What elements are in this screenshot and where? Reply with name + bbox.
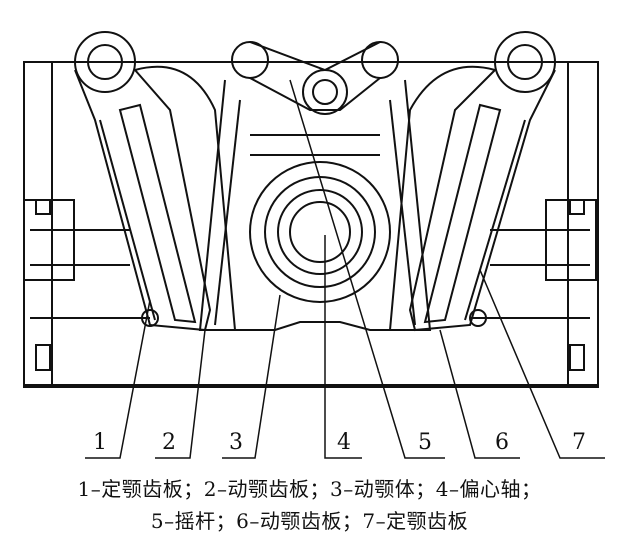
frame: [23, 61, 599, 388]
moving-jaw-body: [198, 41, 432, 331]
callout-7: 7: [572, 430, 586, 455]
right-jaw: [388, 31, 556, 332]
left-jaw: [74, 31, 237, 332]
caption-line-2: 5–摇杆；6–动颚齿板；7–定颚齿板: [150, 509, 469, 533]
callout-2: 2: [162, 430, 176, 455]
callout-5: 5: [418, 430, 432, 455]
leader-lines: [85, 79, 605, 459]
callout-4: 4: [337, 430, 351, 455]
callout-1: 1: [93, 430, 107, 455]
callout-3: 3: [229, 430, 243, 455]
caption-line-1: 1–定颚齿板；2–动颚齿板；3–动颚体；4–偏心轴；: [77, 477, 542, 501]
callout-6: 6: [495, 430, 509, 455]
